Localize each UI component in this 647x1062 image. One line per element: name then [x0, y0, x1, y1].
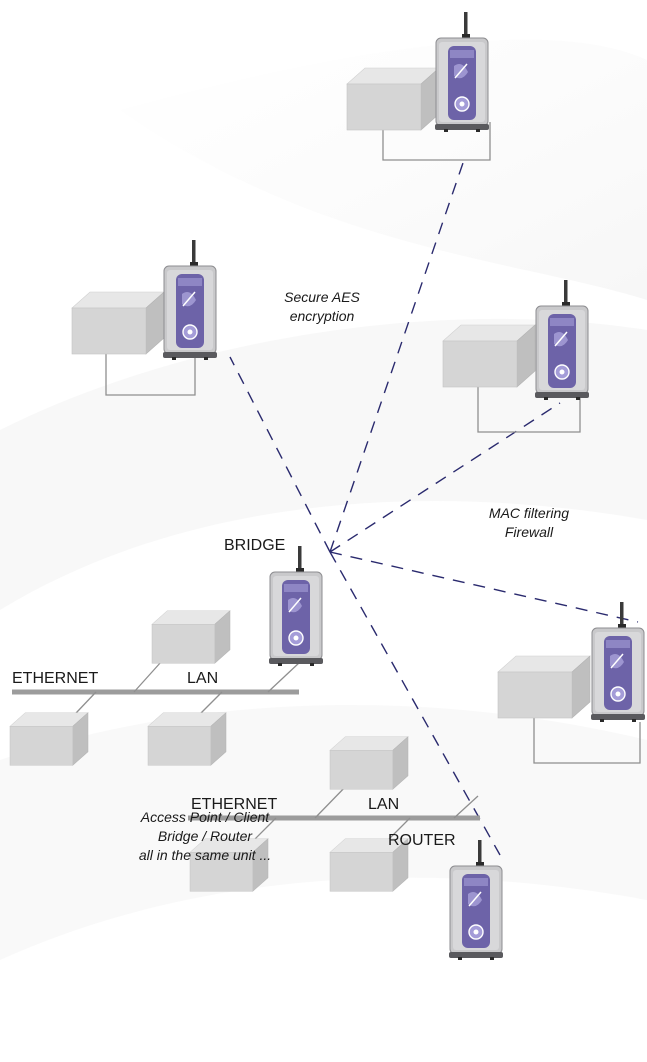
link-bridge-to-router	[329, 551, 501, 856]
computer-box-icon	[71, 291, 165, 355]
top-station	[346, 11, 491, 161]
station-cable	[477, 385, 581, 433]
bridge-label: BRIDGE	[224, 537, 286, 554]
wireless-access-point-icon	[590, 601, 646, 723]
right-station	[442, 279, 590, 433]
station-cable	[105, 350, 196, 396]
wireless-access-point-icon	[162, 239, 218, 361]
router-site	[188, 736, 504, 961]
link-bridge-to-right-unit	[329, 402, 561, 553]
computer-box-icon	[346, 67, 440, 131]
computer-box-icon	[329, 736, 409, 790]
far-right-station	[497, 601, 646, 764]
upper-left-station	[71, 239, 218, 396]
background-swoosh	[120, 39, 647, 300]
mac-filtering-label: MAC filtering Firewall	[474, 504, 584, 542]
operating-modes-line3: all in the same unit ...	[138, 847, 272, 863]
computer-box-icon	[497, 655, 591, 719]
computer-box-icon	[147, 712, 227, 766]
ethernet-label-bottom: ETHERNET	[191, 796, 278, 813]
lan-drop	[267, 661, 301, 693]
mac-filtering-label-line2: Firewall	[504, 524, 554, 540]
operating-modes-line1: Access Point / Client	[140, 809, 270, 825]
encryption-label-line2: encryption	[289, 308, 355, 324]
computer-box-icon	[151, 610, 231, 664]
link-bridge-to-upper-left-unit	[229, 356, 331, 553]
link-bridge-to-top-unit	[329, 159, 465, 553]
bridge-site	[9, 545, 324, 766]
encryption-label-line1: Secure AES	[284, 289, 360, 305]
background-swoosh	[0, 318, 647, 610]
wireless-access-point-icon	[534, 279, 590, 401]
wireless-access-point-icon	[268, 545, 324, 667]
ethernet-label-top: ETHERNET	[12, 670, 99, 687]
background-swoosh	[0, 705, 647, 960]
encryption-label: Secure AES encryption	[272, 288, 372, 326]
station-cable	[533, 714, 641, 764]
computer-box-icon	[442, 324, 536, 388]
wireless-access-point-icon	[434, 11, 490, 133]
lan-label-top: LAN	[187, 670, 219, 687]
router-label: ROUTER	[388, 832, 456, 849]
operating-modes-label: Access Point / Client Bridge / Router al…	[100, 808, 310, 865]
operating-modes-line2: Bridge / Router	[157, 828, 253, 844]
lan-drop	[453, 795, 479, 819]
mac-filtering-label-line1: MAC filtering	[488, 505, 570, 521]
link-bridge-to-far-right-unit	[329, 551, 639, 623]
wireless-links	[229, 159, 639, 856]
station-cable	[382, 120, 491, 161]
computer-box-icon	[9, 712, 89, 766]
lan-label-bottom: LAN	[368, 796, 400, 813]
